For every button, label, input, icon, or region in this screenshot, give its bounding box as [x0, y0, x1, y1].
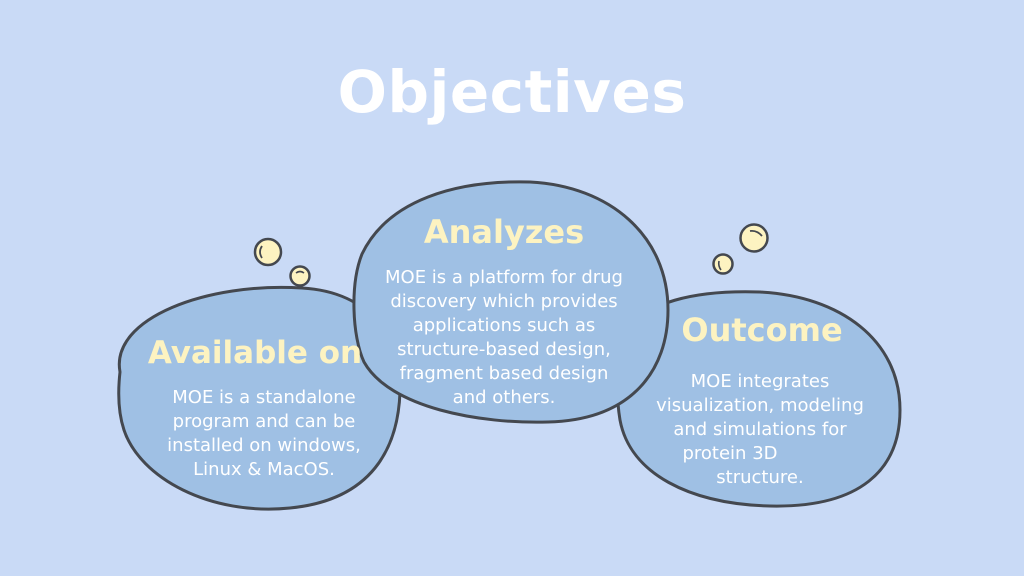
bubble-icon-large-left [253, 237, 283, 267]
bubble-icon-small-left [289, 265, 311, 287]
text-line: and simulations for [673, 419, 847, 440]
text-line: MOE is a platform for drug [385, 267, 623, 288]
text-line: visualization, modeling [656, 395, 864, 416]
blob-analyzes [352, 180, 670, 424]
text-line: installed on windows, [167, 435, 361, 456]
card-body-outcome: MOE integrates visualization, modeling a… [640, 370, 880, 490]
text-line: program and can be [172, 411, 356, 432]
text-line: protein 3D [682, 443, 778, 464]
bubble-icon-large-right [739, 223, 769, 253]
text-line: MOE integrates [690, 371, 830, 392]
text-line: fragment based design [399, 363, 609, 384]
text-line: MOE is a standalone [172, 387, 356, 408]
bubble-icon-small-right [712, 253, 734, 275]
blob-available-on [117, 285, 402, 511]
blob-outcome [615, 290, 902, 508]
card-heading-outcome: Outcome [681, 311, 843, 349]
card-heading-analyzes: Analyzes [423, 213, 585, 251]
text-line: structure. [716, 467, 804, 488]
page-title: Objectives [337, 58, 687, 126]
text-line: structure-based design, [397, 339, 611, 360]
card-heading-available-on: Available on [147, 335, 363, 371]
card-body-available-on: MOE is a standalone program and can be i… [134, 386, 394, 482]
text-line: discovery which provides [390, 291, 618, 312]
text-line: and others. [452, 387, 556, 408]
text-line: applications such as [412, 315, 596, 336]
card-body-analyzes: MOE is a platform for drug discovery whi… [364, 266, 644, 410]
text-line: Linux & MacOS. [193, 459, 335, 480]
